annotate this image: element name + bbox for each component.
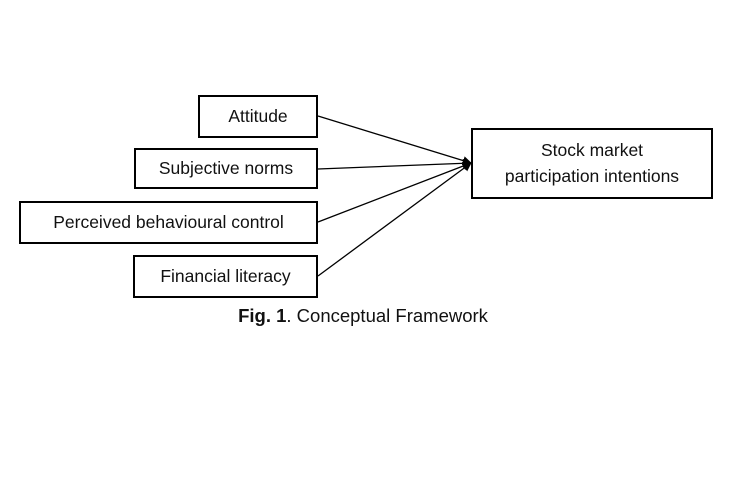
node-perceived-behavioural-control: Perceived behavioural control <box>19 201 318 244</box>
arrow-financial-literacy-to-outcome <box>317 162 472 277</box>
node-attitude: Attitude <box>198 95 318 138</box>
arrow-attitude-to-outcome <box>317 115 472 165</box>
arrow-pbc-to-outcome <box>317 161 472 223</box>
node-stock-market-participation-intentions: Stock market participation intentions <box>471 128 713 199</box>
outcome-label-line1: Stock market <box>540 140 644 161</box>
node-attitude-label: Attitude <box>228 105 288 126</box>
node-financial-literacy-label: Financial literacy <box>160 265 291 286</box>
node-subjective-norms-label: Subjective norms <box>158 157 294 178</box>
node-subjective-norms: Subjective norms <box>134 148 318 189</box>
figure-caption: Fig. 1. Conceptual Framework <box>0 305 726 327</box>
arrow-subjective-norms-to-outcome <box>317 158 472 170</box>
outcome-label-line2: participation intentions <box>504 165 680 186</box>
figure-caption-prefix: Fig. 1 <box>238 305 287 326</box>
figure-caption-text: . Conceptual Framework <box>286 305 488 326</box>
node-perceived-behavioural-control-label: Perceived behavioural control <box>53 211 284 232</box>
node-financial-literacy: Financial literacy <box>133 255 318 298</box>
